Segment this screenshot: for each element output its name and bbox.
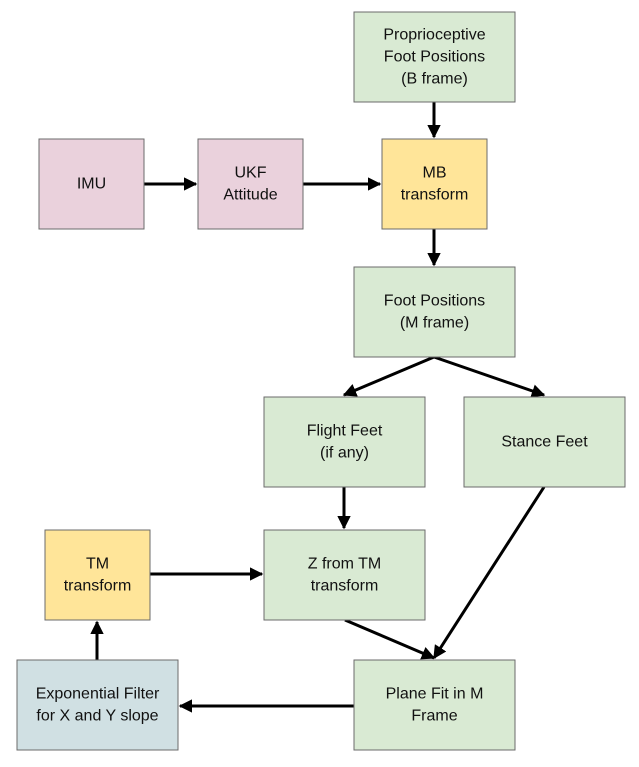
node-box bbox=[353, 266, 516, 358]
node-label: Stance Feet bbox=[501, 434, 588, 451]
arrow-zfrom-to-plane bbox=[344, 618, 436, 660]
node-box bbox=[38, 138, 145, 230]
node-box bbox=[263, 529, 426, 621]
node-label: Z from TM bbox=[308, 556, 381, 573]
node-label: Foot Positions bbox=[384, 293, 485, 310]
node-label: transform bbox=[311, 578, 379, 595]
node-label: (B frame) bbox=[401, 71, 468, 88]
node-flight: Flight Feet (if any) bbox=[263, 396, 426, 488]
node-label: Attitude bbox=[223, 187, 277, 204]
node-label: transform bbox=[64, 578, 132, 595]
node-label: Exponential Filter bbox=[36, 686, 160, 703]
arrow-stance-to-plane bbox=[432, 486, 546, 660]
node-label: Proprioceptive bbox=[383, 27, 485, 44]
node-tm: TM transform bbox=[44, 529, 151, 621]
node-ukf: UKF Attitude bbox=[197, 138, 304, 230]
node-imu: IMU bbox=[38, 138, 145, 230]
node-label: Foot Positions bbox=[384, 49, 485, 66]
node-box bbox=[16, 659, 179, 751]
node-box bbox=[353, 11, 516, 103]
node-label: IMU bbox=[77, 176, 106, 193]
node-label: Flight Feet bbox=[307, 423, 383, 440]
node-box bbox=[381, 138, 488, 230]
node-box bbox=[197, 138, 304, 230]
node-label: TM bbox=[86, 556, 109, 573]
node-label: Plane Fit in M bbox=[386, 686, 484, 703]
node-box bbox=[263, 396, 426, 488]
node-label: (M frame) bbox=[400, 315, 469, 332]
arrow-foot_m-to-flight bbox=[342, 355, 435, 397]
node-mb: MB transform bbox=[381, 138, 488, 230]
node-label: for X and Y slope bbox=[36, 708, 158, 725]
node-box bbox=[353, 659, 516, 751]
edges-layer bbox=[90, 102, 546, 713]
arrow-foot_m-to-stance bbox=[433, 355, 546, 398]
node-label: UKF bbox=[235, 165, 267, 182]
node-foot-m: Foot Positions (M frame) bbox=[353, 266, 516, 358]
node-box bbox=[463, 396, 626, 488]
node-label: (if any) bbox=[320, 445, 369, 462]
node-label: transform bbox=[401, 187, 469, 204]
node-stance: Stance Feet bbox=[463, 396, 626, 488]
node-box bbox=[44, 529, 151, 621]
node-plane: Plane Fit in M Frame bbox=[353, 659, 516, 751]
node-zfrom: Z from TM transform bbox=[263, 529, 426, 621]
node-label: Frame bbox=[411, 708, 457, 725]
node-exp: Exponential Filter for X and Y slope bbox=[16, 659, 179, 751]
node-label: MB bbox=[423, 165, 447, 182]
